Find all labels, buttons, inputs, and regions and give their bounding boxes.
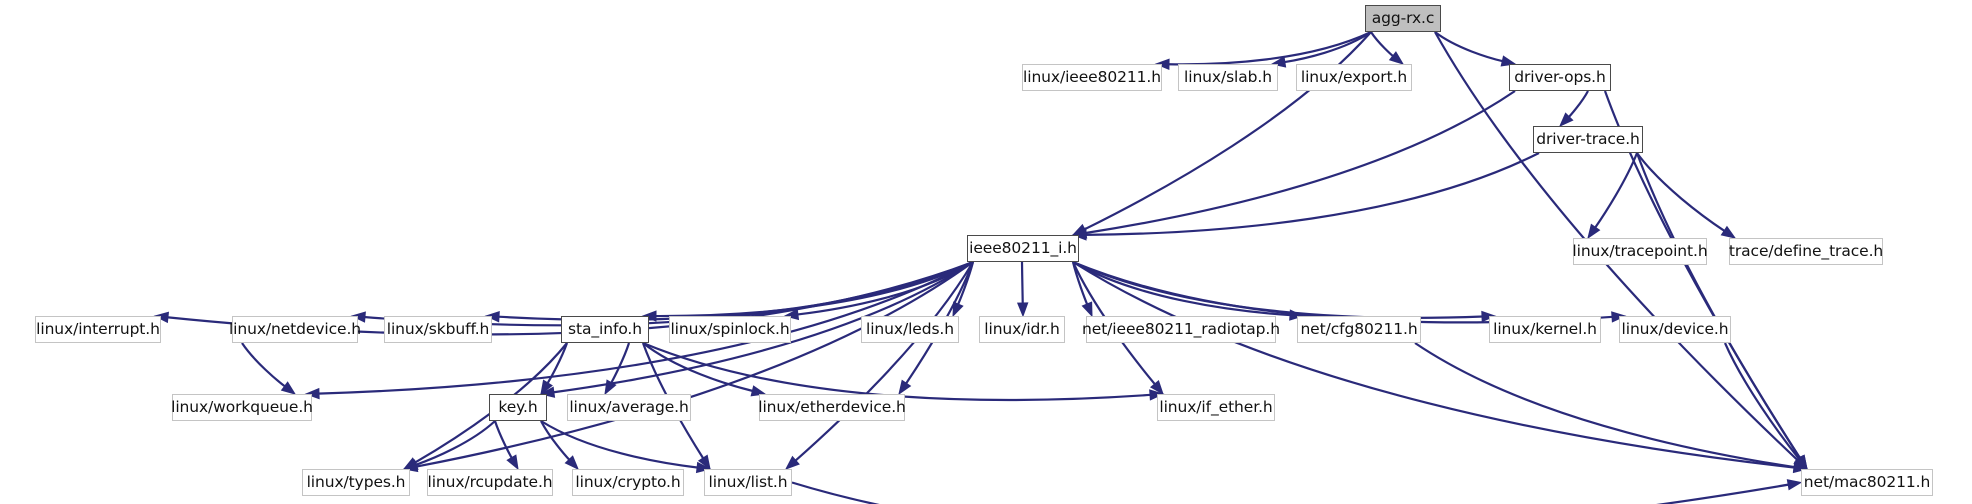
graph-node-linux-types-h[interactable]: linux/types.h <box>302 469 410 496</box>
graph-edge <box>1414 342 1796 469</box>
graph-edge <box>1084 90 1516 235</box>
graph-edge <box>1084 152 1540 236</box>
graph-edge-arrow <box>280 381 297 395</box>
graph-edge-arrow <box>1016 302 1029 318</box>
graph-edge-arrow <box>540 379 553 396</box>
graph-node-trace-define-trace-h[interactable]: trace/define_trace.h <box>1729 238 1883 265</box>
graph-edge <box>540 420 571 462</box>
graph-edge <box>642 341 1152 402</box>
graph-edge <box>317 261 974 395</box>
graph-edge <box>794 261 974 462</box>
graph-edge <box>493 420 514 460</box>
graph-edge <box>1723 342 1801 461</box>
graph-edge-arrow <box>402 459 419 470</box>
graph-edge-arrow <box>695 461 712 474</box>
graph-node-linux-export-h[interactable]: linux/export.h <box>1296 64 1412 91</box>
graph-node-linux-skbuff-h[interactable]: linux/skbuff.h <box>384 316 492 343</box>
graph-edge <box>1072 260 1484 319</box>
graph-edge <box>414 420 496 467</box>
graph-node-net-cfg80211-h[interactable]: net/cfg80211.h <box>1297 316 1421 343</box>
graph-node-linux-leds-h[interactable]: linux/leds.h <box>861 316 959 343</box>
graph-edge-arrow <box>750 385 767 397</box>
graph-edge <box>1072 261 1796 469</box>
graph-edge-arrow <box>1481 310 1497 323</box>
graph-edge <box>497 260 974 322</box>
graph-edge-arrow <box>1149 379 1164 396</box>
graph-edge-arrow <box>506 454 519 471</box>
graph-edge <box>540 420 699 469</box>
graph-edge <box>1434 31 1504 63</box>
graph-edge <box>609 342 631 385</box>
graph-edge-arrow <box>1559 112 1574 127</box>
graph-edge <box>1020 261 1024 305</box>
graph-edge-arrow <box>1149 389 1165 401</box>
graph-edge <box>1083 31 1372 231</box>
graph-node-ieee80211-i-h[interactable]: ieee80211_i.h <box>967 235 1079 262</box>
graph-edge-arrow <box>952 301 964 318</box>
graph-edge <box>1567 90 1589 119</box>
graph-edge-arrow <box>1720 225 1737 239</box>
graph-node-linux-rcupdate-h[interactable]: linux/rcupdate.h <box>427 469 553 496</box>
graph-edge-arrow <box>484 311 500 323</box>
graph-node-linux-average-h[interactable]: linux/average.h <box>567 394 691 421</box>
graph-edge-arrow <box>564 455 579 471</box>
graph-edge <box>546 342 569 385</box>
graph-edge <box>654 261 974 318</box>
graph-node-linux-ieee80211-h[interactable]: linux/ieee80211.h <box>1022 64 1162 91</box>
graph-node-key-h[interactable]: key.h <box>489 394 547 421</box>
graph-node-linux-device-h[interactable]: linux/device.h <box>1619 316 1731 343</box>
graph-edge-arrow <box>1081 301 1093 318</box>
graph-node-driver-trace-h[interactable]: driver-trace.h <box>1533 126 1643 153</box>
graph-node-linux-list-h[interactable]: linux/list.h <box>704 469 792 496</box>
graph-edge-arrow <box>1071 229 1087 241</box>
graph-node-linux-interrupt-h[interactable]: linux/interrupt.h <box>35 316 161 343</box>
graph-node-linux-workqueue-h[interactable]: linux/workqueue.h <box>171 394 313 421</box>
graph-edge-arrow <box>1500 55 1517 67</box>
graph-node-linux-netdevice-h[interactable]: linux/netdevice.h <box>229 316 361 343</box>
graph-edge <box>796 261 974 316</box>
graph-edge-arrow <box>304 387 320 400</box>
graph-edge-arrow <box>1611 311 1627 323</box>
graph-node-linux-kernel-h[interactable]: linux/kernel.h <box>1489 316 1601 343</box>
graph-node-linux-crypto-h[interactable]: linux/crypto.h <box>572 469 684 496</box>
graph-edge-arrow <box>350 311 366 323</box>
graph-node-linux-if-ether-h[interactable]: linux/if_ether.h <box>1157 394 1275 421</box>
graph-edge-arrow <box>1154 58 1170 70</box>
graph-edge-arrow <box>1388 51 1405 65</box>
graph-node-net-mac80211-h[interactable]: net/mac80211.h <box>1801 469 1933 496</box>
graph-edge <box>241 342 287 388</box>
graph-edge <box>791 481 1790 504</box>
graph-node-driver-ops-h[interactable]: driver-ops.h <box>1509 64 1611 91</box>
graph-edge <box>415 261 974 468</box>
graph-node-linux-slab-h[interactable]: linux/slab.h <box>1178 64 1278 91</box>
graph-edge-arrow <box>604 379 617 396</box>
graph-edge-arrow <box>1786 479 1803 491</box>
graph-node-linux-tracepoint-h[interactable]: linux/tracepoint.h <box>1572 238 1708 265</box>
graph-edge <box>642 342 754 393</box>
graph-node-linux-spinlock-h[interactable]: linux/spinlock.h <box>669 316 791 343</box>
graph-edge-arrow <box>783 308 800 321</box>
graph-node-linux-idr-h[interactable]: linux/idr.h <box>979 316 1065 343</box>
graph-edge <box>1593 152 1639 229</box>
graph-node-linux-etherdevice-h[interactable]: linux/etherdevice.h <box>758 394 906 421</box>
graph-edge-arrow <box>641 310 657 322</box>
graph-edge <box>1283 31 1372 64</box>
graph-node-sta-info-h[interactable]: sta_info.h <box>561 316 649 343</box>
graph-edge-arrow <box>1587 223 1601 240</box>
graph-edge <box>1635 152 1802 460</box>
graph-edge <box>1636 152 1726 233</box>
graph-edge-arrow <box>898 379 912 396</box>
graph-edge <box>1072 261 1292 317</box>
graph-edge <box>1072 260 1614 324</box>
graph-node-agg-rx-c[interactable]: agg-rx.c <box>1365 5 1441 32</box>
graph-edge-arrow <box>784 455 800 470</box>
graph-edge-arrow <box>153 311 170 324</box>
graph-edge-arrow <box>697 454 711 471</box>
graph-edge <box>1370 31 1395 58</box>
graph-node-net-ieee80211-radiotap-h[interactable]: net/ieee80211_radiotap.h <box>1082 316 1280 343</box>
